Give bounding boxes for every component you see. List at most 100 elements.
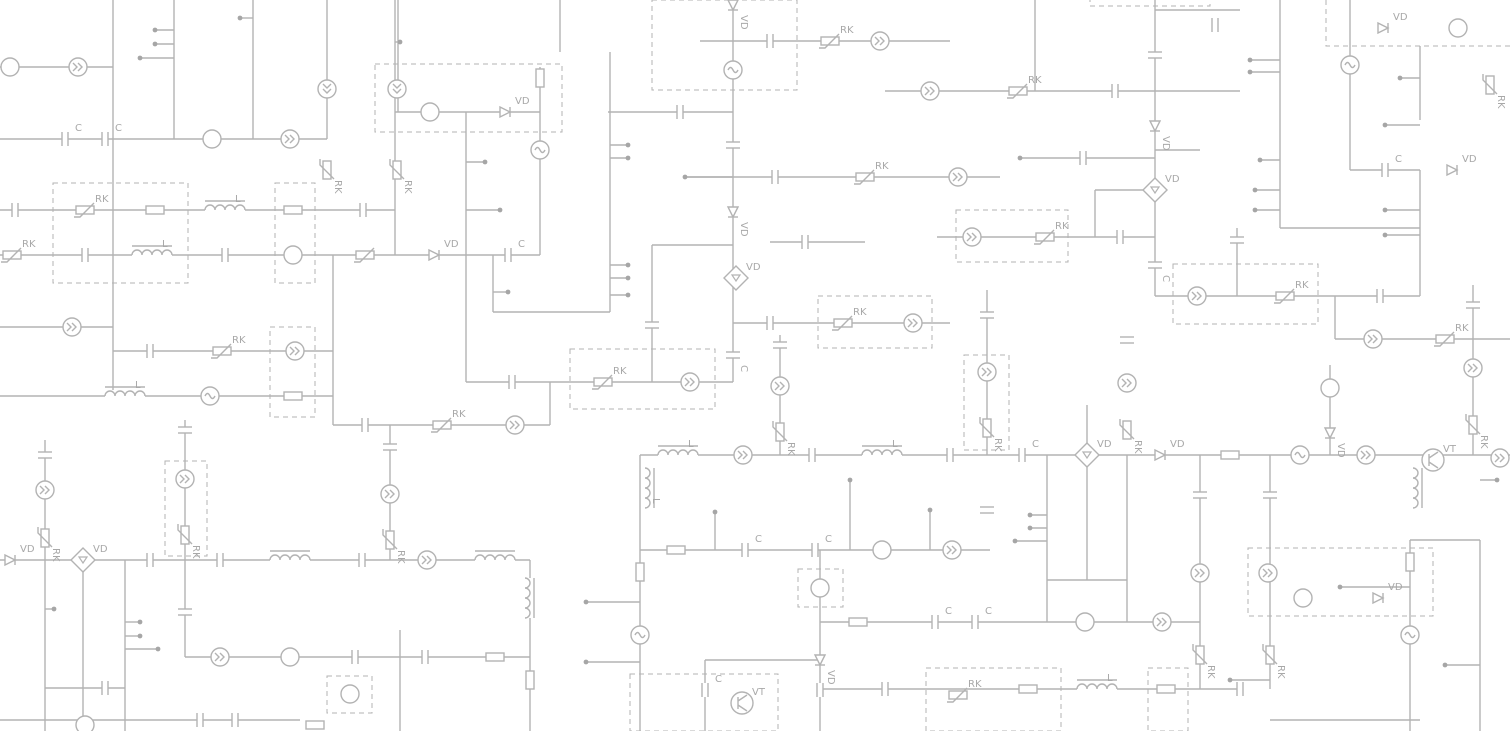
gap [509,375,515,389]
resistor-body [1220,450,1240,460]
capacitor-icon [1079,151,1087,165]
ac-icon [530,140,550,160]
ac-icon [1340,55,1360,75]
capacitor-icon [1193,491,1207,499]
circle-body [733,445,753,465]
gap [1112,84,1118,98]
component-label: RK [613,366,627,377]
gap [232,713,238,727]
component-label: C [115,123,122,134]
capacitor-icon [351,650,359,664]
component-label: VD [515,96,530,107]
thermistor-icon: RK [389,159,413,194]
gap [147,553,153,567]
gap [147,344,153,358]
resistor-body [1035,232,1055,242]
gap [980,507,994,513]
double-chevron [981,367,992,377]
circle-body [977,362,997,382]
diode-icon: VD [726,0,749,30]
diode-triangle [726,206,740,219]
component-label: RK [1295,280,1309,291]
gap [38,452,52,458]
capacitor-icon: C [1148,261,1171,282]
resistor-icon [283,205,303,215]
component-label: RK [1275,665,1286,679]
bridge-diode [77,556,89,565]
resistor-icon [1405,552,1415,572]
gap [178,427,192,433]
lamp-icon [810,578,830,598]
gap [1212,18,1218,32]
capacitor-icon [1263,491,1277,499]
capacitor-icon [361,418,369,432]
transistor-body [730,691,754,715]
circle-body [210,647,230,667]
dashed-module-box [52,182,189,284]
capacitor-icon: C [1018,439,1039,462]
resistor-icon [635,562,645,582]
gap [802,235,808,249]
terminal-dot [1012,538,1018,544]
circle-body [680,372,700,392]
resistor-icon [535,68,545,88]
thermistor-slash [177,524,193,545]
thermistor-icon: RK [74,194,109,218]
gap [809,448,815,462]
arrow-icon [977,362,997,382]
transistor-body [1421,448,1445,472]
component-label: C [985,606,992,617]
gap [980,312,994,318]
gap [972,615,978,629]
diode-triangle [1377,21,1390,35]
capacitor-icon: C [971,606,992,629]
terminal-dot [1017,155,1023,161]
capacitor-icon [359,203,367,217]
double-chevron [179,474,190,484]
lamp-icon [283,245,303,265]
diode-triangle [1323,427,1337,440]
component-label: RK [840,25,854,36]
double-chevron [1494,453,1505,463]
diode-triangle [1372,591,1385,605]
terminal-dot [625,292,631,298]
inductor-icon: L [104,380,146,397]
circle-body [948,167,968,187]
component-label: RK [1205,665,1216,679]
circle-body [903,313,923,333]
arrow-icon [68,57,88,77]
capacitor-icon [221,248,229,262]
terminal-dot [137,55,143,61]
arrow-icon [1187,286,1207,306]
capacitor-icon: C [931,606,952,629]
dashed-module-box [1247,547,1434,617]
diode-icon: VD [499,96,530,119]
diode-icon: VD [1372,582,1403,605]
capacitor-icon [178,426,192,434]
capacitor-icon [101,681,109,695]
bridge-diode [1081,451,1093,460]
thermistor-icon: RK [979,417,1003,452]
circle-body [942,540,962,560]
gap [702,683,708,697]
diode-triangle [1154,448,1167,462]
circle-body [1075,612,1095,632]
thermistor-icon: RK [947,679,982,703]
double-chevron [509,420,520,430]
thermistor-slash [979,417,995,438]
transistor-icon: VT [730,687,766,715]
circle-body [1320,378,1340,398]
terminal-dot [1382,232,1388,238]
diode-icon: VD [1154,439,1185,462]
terminal-dot [625,142,631,148]
circle-body [962,227,982,247]
component-label: C [518,239,525,250]
component-label: RK [1478,435,1489,449]
capacitor-icon [766,316,774,330]
terminal-dot [1337,584,1343,590]
thermistor-slash [211,343,232,359]
arrow-icon [942,540,962,560]
arrow-icon [210,647,230,667]
capacitor-icon [1148,51,1162,59]
